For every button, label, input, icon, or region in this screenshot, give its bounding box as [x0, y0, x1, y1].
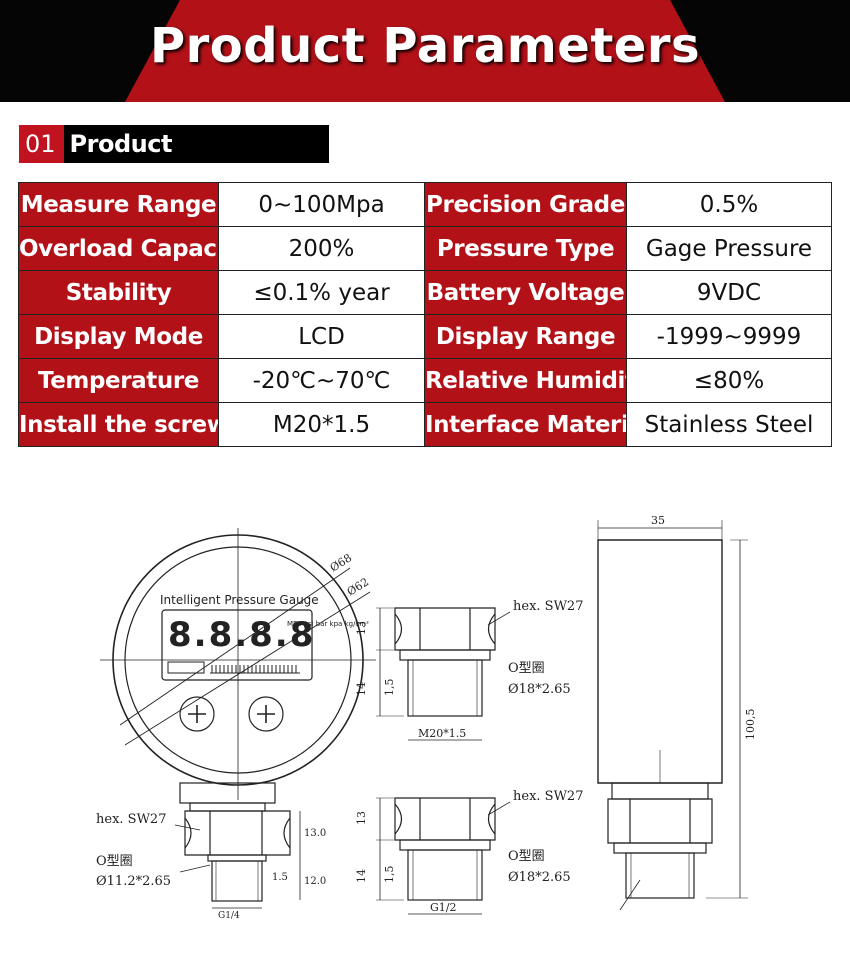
fitting-top-dim-14: 14 [355, 682, 368, 696]
diameter-68: Ø68 [328, 551, 354, 574]
front-dim-13: 13.0 [304, 828, 326, 839]
front-dim-12: 12.0 [304, 876, 326, 887]
param-label: Temperature [18, 358, 219, 403]
param-label: Interface Material [424, 402, 627, 447]
section-number: 01 [19, 125, 64, 163]
param-value: ≤80% [626, 358, 832, 403]
header-banner: Product Parameters [0, 0, 850, 102]
param-label: Measure Range [18, 182, 219, 227]
technical-drawing: Intelligent Pressure Gauge 8.8.8.8 MPa p… [96, 514, 757, 921]
param-label: Pressure Type [424, 226, 627, 271]
fitting-bottom-oring: O型圈 [508, 849, 545, 864]
gauge-label: Intelligent Pressure Gauge [160, 593, 319, 607]
fitting-top-dim-13: 13 [355, 621, 368, 635]
param-value: 0~100Mpa [218, 182, 425, 227]
param-value: M20*1.5 [218, 402, 425, 447]
fitting-top-thread: M20*1.5 [418, 727, 466, 740]
param-label: Stability [18, 270, 219, 315]
fitting-bottom-oring-size: Ø18*2.65 [508, 870, 571, 885]
param-value: 0.5% [626, 182, 832, 227]
gauge-side-view: 35 100,5 [597, 514, 757, 911]
front-oring-label: O型圈 [96, 854, 133, 869]
lcd-bar-scale [167, 661, 300, 674]
fitting-g12-view: 13 14 1,5 G1/2 hex. SW27 O型圈 Ø18*2.65 [355, 789, 583, 915]
param-label: Install the screw [18, 402, 219, 447]
side-width: 35 [651, 514, 665, 527]
fitting-bottom-dim-13: 13 [355, 811, 368, 825]
param-label: Display Mode [18, 314, 219, 359]
front-thread-label: G1/4 [218, 911, 240, 921]
param-value: 200% [218, 226, 425, 271]
param-value: 9VDC [626, 270, 832, 315]
lcd-digits: 8.8.8.8 [168, 615, 315, 655]
param-value: ≤0.1% year [218, 270, 425, 315]
param-label: Relative Humidity [424, 358, 627, 403]
param-value: LCD [218, 314, 425, 359]
fitting-bottom-dim-14: 14 [355, 869, 368, 883]
param-label: Precision Grade [424, 182, 627, 227]
banner-red-trapezoid [125, 0, 725, 102]
front-hex-label: hex. SW27 [96, 812, 166, 827]
param-value: -1999~9999 [626, 314, 832, 359]
fitting-top-oring-size: Ø18*2.65 [508, 682, 571, 697]
param-label: Display Range [424, 314, 627, 359]
lcd-units: MPa psi bar kpa kg/cm² [287, 620, 369, 628]
fitting-top-oring: O型圈 [508, 661, 545, 676]
front-oring-size: Ø11.2*2.65 [96, 874, 171, 889]
fitting-bottom-thread: G1/2 [430, 901, 457, 914]
param-label: Battery Voltage [424, 270, 627, 315]
gauge-front-view: Intelligent Pressure Gauge 8.8.8.8 MPa p… [96, 528, 376, 921]
param-value: Gage Pressure [626, 226, 832, 271]
page-title: Product Parameters [149, 18, 701, 74]
fitting-top-hex: hex. SW27 [513, 599, 583, 614]
side-height: 100,5 [744, 709, 757, 741]
fitting-m20-view: 13 14 1,5 M20*1.5 hex. SW27 O型圈 Ø18*2.65 [355, 599, 583, 741]
param-label: Overload Capacity [18, 226, 219, 271]
front-dim-15: 1.5 [272, 872, 288, 883]
fitting-bottom-hex: hex. SW27 [513, 789, 583, 804]
param-value: -20℃~70℃ [218, 358, 425, 403]
diameter-62: Ø62 [345, 575, 371, 598]
fitting-top-dim-15: 1,5 [383, 679, 396, 697]
param-value: Stainless Steel [626, 402, 832, 447]
fitting-bottom-dim-15: 1,5 [383, 866, 396, 884]
